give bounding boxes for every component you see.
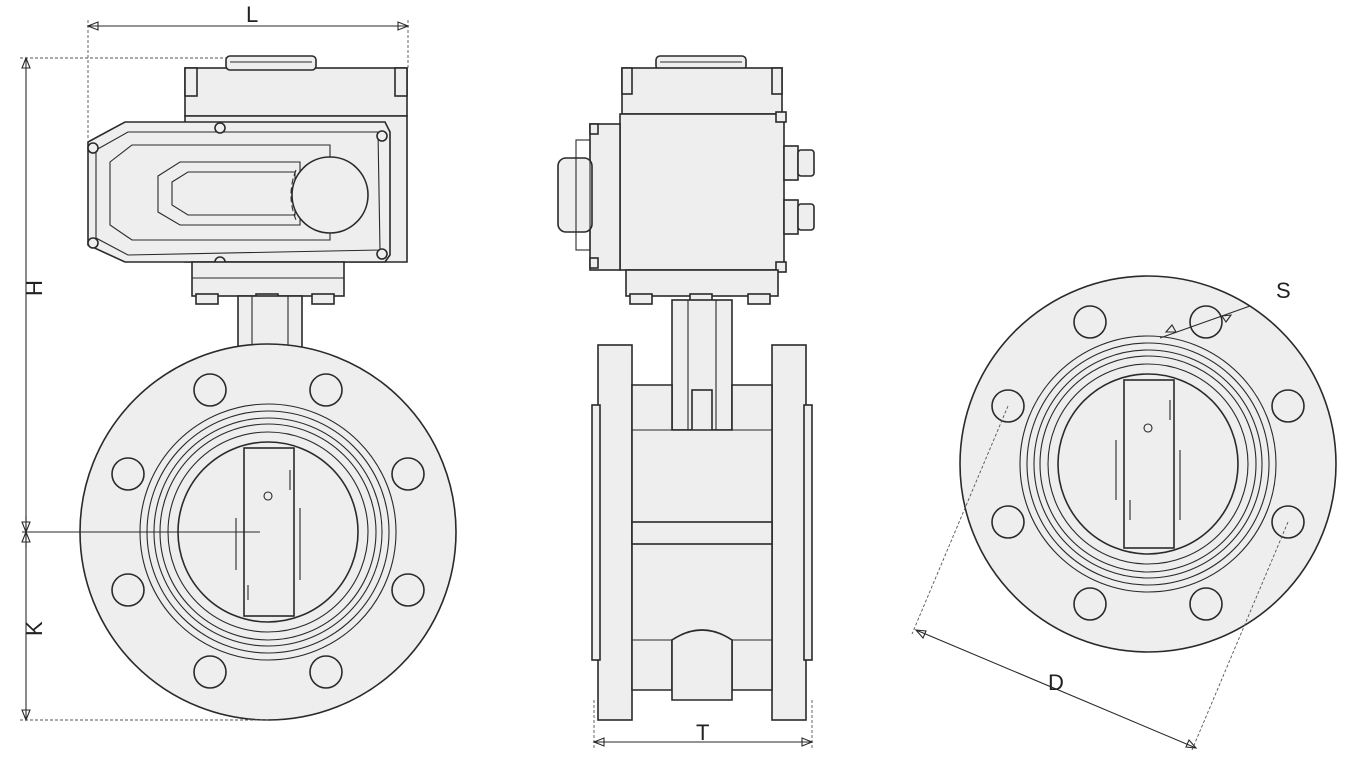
- dimension-H: H: [20, 56, 270, 722]
- dimension-label-T: T: [696, 720, 709, 745]
- flange-end-view: S D: [911, 275, 1337, 751]
- front-view: L H K: [20, 2, 457, 722]
- actuator-housing-front: [87, 55, 408, 268]
- dimension-D: D: [911, 405, 1289, 751]
- dimension-label-H: H: [22, 280, 47, 296]
- dimension-label-S: S: [1276, 278, 1291, 303]
- dimension-T: T: [592, 700, 814, 748]
- dimension-L: L: [86, 2, 410, 140]
- dimension-label-D: D: [1048, 670, 1064, 695]
- actuator-housing-side: [557, 55, 815, 273]
- flange-front: [22, 343, 457, 721]
- mounting-bracket-front: [191, 261, 345, 349]
- dimension-label-K: K: [22, 621, 47, 636]
- dimension-K: K: [21, 516, 47, 636]
- side-view: T: [557, 55, 815, 748]
- valve-body-side: [591, 344, 813, 721]
- dimension-S: S: [1159, 278, 1291, 339]
- dimension-label-L: L: [246, 2, 258, 27]
